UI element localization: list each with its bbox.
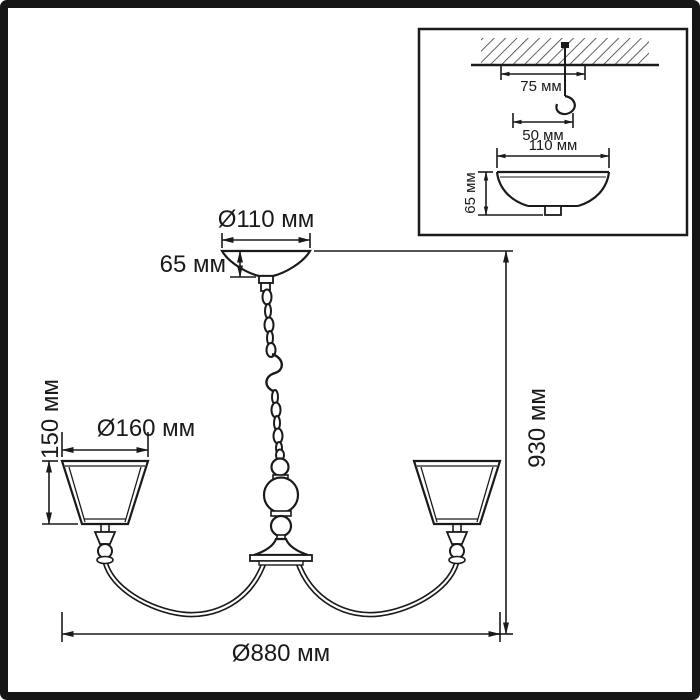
dim-fixture-height: 930 мм — [314, 250, 551, 635]
right-cup-base — [448, 555, 466, 565]
chain — [261, 288, 284, 455]
body-ball-top — [270, 457, 290, 477]
right-shade-frame-line — [420, 466, 438, 523]
hook-width-label: 50 мм — [522, 127, 563, 144]
shade-diameter-label: Ø160 мм — [97, 415, 195, 442]
left-candle-cup — [93, 531, 117, 545]
central-body — [249, 448, 313, 566]
chain-link — [261, 288, 273, 306]
dimensions: Ø110 мм 65 мм Ø160 мм 150 мм — [37, 206, 551, 667]
left-shade-assembly — [60, 459, 150, 565]
canopy-diameter-label: Ø110 мм — [218, 206, 315, 233]
right-candle-cup — [445, 531, 469, 545]
fixture-diameter-label: Ø880 мм — [232, 640, 330, 667]
canopy-height-label: 65 мм — [160, 251, 226, 278]
right-shade-assembly — [412, 459, 502, 565]
left-shade — [60, 459, 150, 526]
inset-canopy-height-label: 65 мм — [462, 172, 479, 213]
body-plate-step — [258, 560, 304, 566]
body-plate — [249, 554, 313, 562]
right-arm-highlight — [295, 556, 460, 616]
canopy-nub — [544, 205, 562, 216]
canopy-side-right — [577, 171, 611, 208]
dim-inset-canopy-diameter: 110 мм — [496, 137, 610, 168]
right-socket — [452, 523, 462, 533]
body-vase — [262, 476, 300, 514]
dim-inset-canopy-height: 65 мм — [462, 171, 543, 216]
inset-canopy-diameter-label: 110 мм — [529, 137, 578, 154]
left-shade-frame-line — [68, 466, 86, 523]
inset-canopy-profile — [495, 170, 611, 216]
dim-shade-height: 150 мм — [37, 379, 78, 525]
canopy-side-left — [495, 171, 529, 208]
shade-height-label: 150 мм — [37, 379, 64, 459]
dim-hook-width: 50 мм — [512, 113, 574, 144]
mounting-inset: 75 мм 50 мм 110 мм — [417, 27, 689, 237]
dim-canopy-height: 65 мм — [160, 250, 256, 278]
canopy-neck — [258, 275, 274, 284]
canopy-dome — [220, 249, 312, 278]
dim-fixture-diameter: Ø880 мм — [61, 612, 501, 667]
left-cup-base — [96, 555, 114, 565]
left-shade-frame-line — [124, 466, 142, 523]
left-arm — [101, 554, 268, 618]
dim-shade-diameter: Ø160 мм — [61, 415, 195, 457]
left-socket — [100, 523, 110, 533]
chandelier-drawing — [60, 249, 502, 618]
right-shade — [412, 459, 502, 526]
dim-canopy-diameter: Ø110 мм — [218, 206, 315, 248]
s-hook-link — [265, 352, 283, 393]
ceiling-hook — [555, 94, 576, 116]
left-arm-highlight — [102, 556, 267, 616]
body-ball-bottom — [269, 514, 293, 538]
fixture-height-label: 930 мм — [524, 388, 551, 468]
right-arm — [294, 554, 461, 618]
right-shade-frame-line — [476, 466, 494, 523]
dim-mount-spacing: 75 мм — [500, 66, 586, 95]
chandelier-arms — [101, 554, 461, 618]
body-bell — [253, 537, 309, 557]
chain-link — [264, 303, 272, 319]
mount-spacing-label: 75 мм — [520, 78, 561, 95]
canopy — [220, 249, 312, 292]
